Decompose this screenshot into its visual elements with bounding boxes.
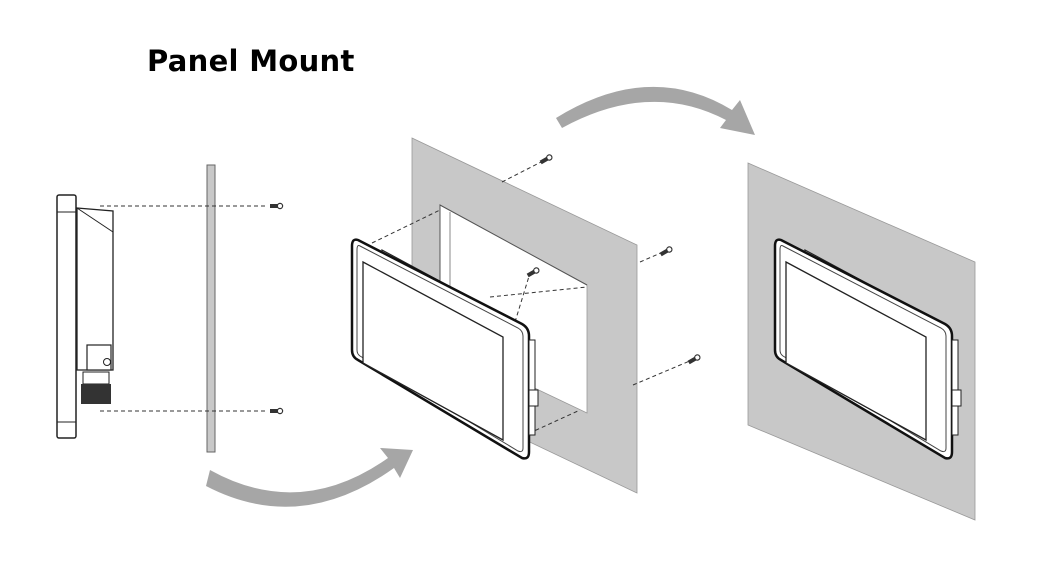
- curved-arrow-icon: [556, 86, 755, 135]
- side-view-device: [56, 194, 114, 439]
- mounting-panel-side: [206, 164, 216, 453]
- screw-icon: [269, 407, 284, 415]
- screw-icon: [538, 153, 554, 166]
- screw-icon: [525, 266, 541, 279]
- dashed-guides-side: [100, 205, 268, 412]
- screw-icon: [686, 353, 702, 366]
- dashed-guides-cutout: [371, 159, 693, 443]
- screw-icon: [658, 245, 674, 258]
- touch-panel-device: [350, 238, 540, 460]
- screw-icon: [269, 202, 284, 210]
- curved-arrow-icon: [206, 448, 413, 507]
- diagram-title: Panel Mount: [147, 44, 355, 78]
